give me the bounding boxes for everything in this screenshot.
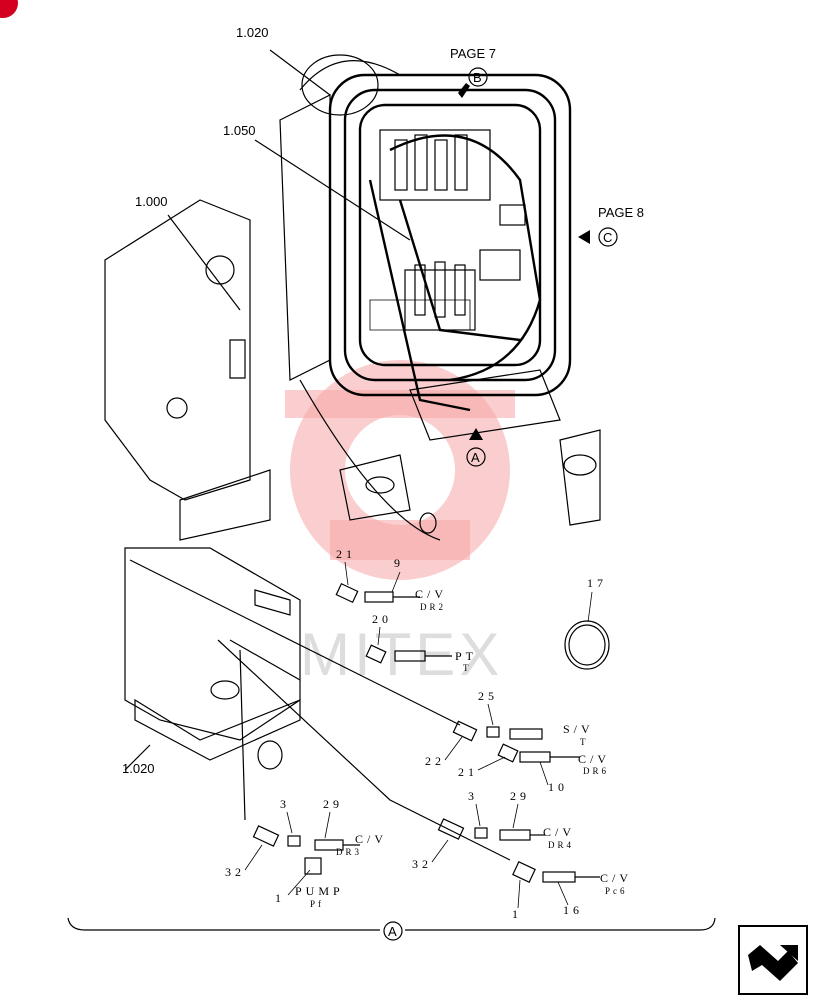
arrow-a-icon bbox=[469, 428, 483, 440]
part-32b: 32 bbox=[412, 857, 432, 871]
ref-1050: 1.050 bbox=[223, 123, 256, 138]
part-10: 10 bbox=[548, 780, 568, 794]
callout-a-top: A bbox=[466, 447, 486, 467]
pump-label: PUMP bbox=[295, 884, 344, 898]
part-21b: 21 bbox=[458, 765, 478, 779]
part-17: 17 bbox=[587, 576, 607, 590]
page8-label: PAGE 8 bbox=[598, 205, 644, 220]
part-3a: 3 bbox=[280, 797, 290, 811]
hose-bundle bbox=[328, 73, 572, 412]
part-21a: 21 bbox=[336, 547, 356, 561]
fittings bbox=[252, 582, 610, 883]
pt-sub-label: T bbox=[463, 663, 472, 673]
part-1b: 1 bbox=[512, 907, 522, 921]
sv-label: S/V bbox=[563, 722, 594, 736]
ref-1020-top: 1.020 bbox=[236, 25, 269, 40]
sv-sub-label: T bbox=[580, 737, 589, 747]
next-page-arrow-icon bbox=[748, 945, 798, 981]
dr2-label: DR2 bbox=[420, 602, 446, 612]
part-leaders bbox=[244, 561, 593, 909]
part-32a: 32 bbox=[225, 865, 245, 879]
callout-c: C bbox=[598, 227, 618, 247]
cv-dr3-label: C/V bbox=[355, 832, 387, 846]
callout-b: B bbox=[468, 67, 488, 87]
cv-pc6-label: C/V bbox=[600, 871, 632, 885]
leader-lines bbox=[167, 49, 441, 541]
pump-sub-label: Pf bbox=[310, 899, 324, 909]
corner-badge bbox=[0, 0, 18, 18]
part-1a: 1 bbox=[275, 891, 285, 905]
svg-text:C: C bbox=[603, 230, 612, 245]
cv-dr6-label: C/V bbox=[578, 752, 610, 766]
arrow-b-icon bbox=[458, 83, 470, 98]
dr6-label: DR6 bbox=[583, 766, 609, 776]
part-22: 22 bbox=[425, 754, 445, 768]
group-bracket: A bbox=[67, 917, 716, 941]
next-page-button[interactable] bbox=[738, 925, 808, 995]
part-29a: 29 bbox=[323, 797, 343, 811]
arrow-c-icon bbox=[578, 230, 590, 244]
ref-1020-bottom: 1.020 bbox=[122, 761, 155, 776]
part-25: 25 bbox=[478, 689, 498, 703]
pt-label: PT bbox=[455, 649, 477, 663]
svg-text:A: A bbox=[471, 450, 480, 465]
lower-frame bbox=[124, 547, 511, 861]
machine-frame bbox=[104, 54, 601, 541]
dr3-label: DR3 bbox=[336, 847, 362, 857]
part-20: 20 bbox=[372, 612, 392, 626]
svg-text:B: B bbox=[473, 70, 482, 85]
page7-label: PAGE 7 bbox=[450, 46, 496, 61]
valve-block-upper bbox=[379, 129, 491, 201]
part-16: 16 bbox=[563, 903, 583, 917]
part-9: 9 bbox=[394, 556, 404, 570]
part-3b: 3 bbox=[468, 789, 478, 803]
valve-block-lower bbox=[404, 261, 476, 331]
part-29b: 29 bbox=[510, 789, 530, 803]
ref-1000: 1.000 bbox=[135, 194, 168, 209]
dr4-label: DR4 bbox=[548, 840, 574, 850]
watermark-logo: MITEX bbox=[285, 360, 515, 688]
cv-dr4-label: C/V bbox=[543, 825, 575, 839]
watermark-text: MITEX bbox=[300, 621, 503, 688]
pc6-label: Pc6 bbox=[605, 886, 628, 896]
callout-a-bottom: A bbox=[388, 924, 397, 939]
cv-dr2-label: C/V bbox=[415, 587, 447, 601]
